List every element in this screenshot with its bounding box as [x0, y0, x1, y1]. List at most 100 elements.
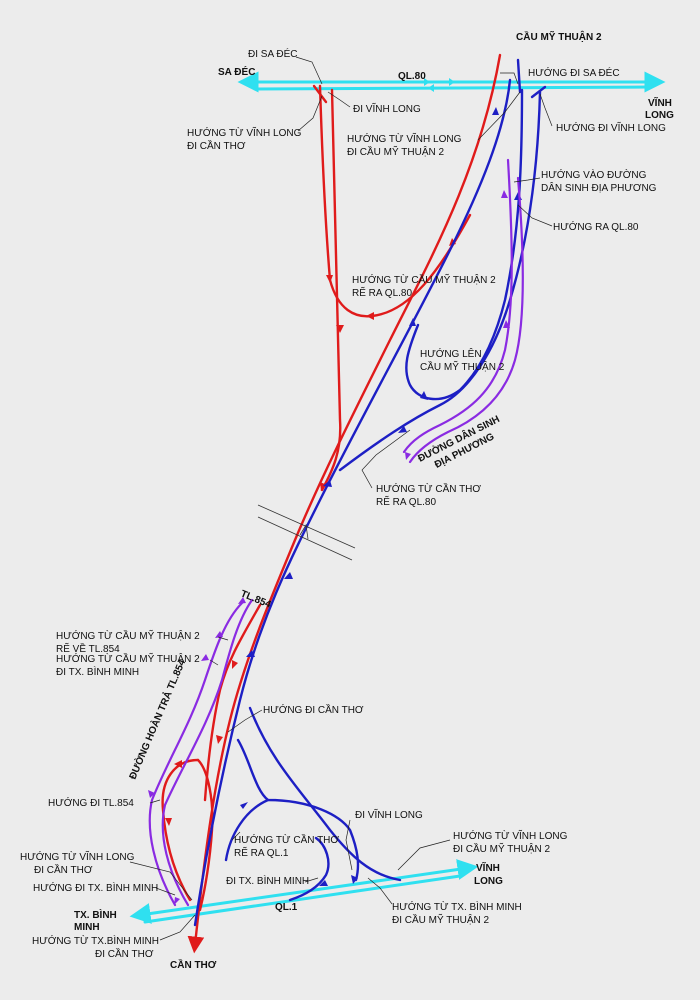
arrow-mark [449, 78, 455, 86]
label-di-sa-dec: ĐI SA ĐÉC [248, 47, 297, 60]
arrow-mark [405, 452, 411, 460]
arrow-mark [336, 325, 344, 333]
arrow-mark [232, 660, 238, 669]
arrow-mark [246, 650, 255, 657]
leader [477, 91, 521, 141]
leader [227, 709, 263, 733]
label-huong-tu-bm-di-ct-1: HƯỚNG TỪ TX.BÌNH MINH [32, 934, 159, 947]
blue-mainline [193, 78, 512, 927]
leader [209, 659, 219, 666]
red-routes [161, 53, 502, 954]
label-ql80: QL.80 [398, 71, 426, 82]
label-huong-len-cmt2-2: CẦU MỸ THUẬN 2 [420, 360, 505, 373]
arrow-mark [319, 880, 328, 886]
arrow-mark [284, 572, 293, 579]
arrow-mark [323, 480, 332, 487]
label-huong-ra-ql80: HƯỚNG RA QL.80 [553, 220, 639, 233]
arrow-mark [326, 275, 333, 283]
label-huong-tu-vl-di-ct-2: ĐI CẦN THƠ [187, 139, 246, 152]
label-vinh-long-top-1: VĨNH [648, 96, 672, 109]
label-huong-len-cmt2-1: HƯỚNG LÊN [420, 347, 482, 360]
red-left-loop [161, 758, 200, 902]
label-huong-tu-vl-di-ct-1: HƯỚNG TỪ VĨNH LONG [187, 126, 302, 139]
label-huong-di-can-tho: HƯỚNG ĐI CẦN THƠ [263, 703, 364, 716]
label-can-tho: CẦN THƠ [170, 958, 217, 971]
arrow-mark [238, 597, 246, 604]
purple-tl854-inner [148, 601, 244, 907]
blue-routes [193, 58, 547, 927]
leader [517, 204, 553, 227]
arrow-mark [424, 78, 430, 86]
arrow-mark [492, 107, 499, 115]
arrow-mark [174, 760, 182, 768]
leader [295, 56, 323, 85]
leader [500, 72, 519, 85]
arrow-mark [165, 818, 172, 826]
leader [397, 839, 451, 871]
leader [304, 877, 319, 883]
leader [345, 819, 353, 871]
label-huong-di-tx-bm-left: HƯỚNG ĐI TX. BÌNH MINH [33, 881, 158, 894]
label-vinh-long-bot-1: VĨNH [476, 861, 500, 874]
leader [367, 877, 393, 905]
label-huong-vao-dsdp-1: HƯỚNG VÀO ĐƯỜNG [541, 168, 647, 181]
label-huong-tu-vl-cmt2-bot-2: ĐI CẦU MỸ THUẬN 2 [453, 842, 550, 855]
label-di-vinh-long-top: ĐI VĨNH LONG [353, 102, 421, 115]
leader [129, 861, 193, 901]
label-huong-tu-ct-re-ql80-2: RẼ RA QL.80 [376, 495, 436, 508]
arrow-mark [174, 897, 180, 905]
blue-ramp-top-branch [530, 85, 547, 99]
label-ql1: QL.1 [275, 902, 298, 913]
leader-lines [129, 56, 553, 941]
label-huong-vao-dsdp-2: DÂN SINH ĐỊA PHƯƠNG [541, 181, 657, 194]
red-ramp-junction [312, 84, 328, 104]
red-tl854-branch [203, 603, 262, 802]
label-huong-tu-bm-di-cmt2-2: ĐI CẦU MỸ THUẬN 2 [392, 913, 489, 926]
label-huong-tu-ct-re-ql1-2: RẼ RA QL.1 [234, 846, 289, 859]
label-vinh-long-bot-2: LONG [474, 876, 503, 887]
label-huong-di-sa-dec: HƯỚNG ĐI SA ĐÉC [528, 66, 620, 79]
arrow-mark [420, 391, 428, 400]
label-huong-tu-vl-di-ct-bot-1: HƯỚNG TỪ VĨNH LONG [20, 850, 135, 863]
blue-ramp-from-ct [338, 90, 542, 472]
break-zigzag [299, 523, 309, 540]
red-ramp-ql80-loop [318, 84, 472, 318]
label-huong-tu-vl-cmt2-bot-1: HƯỚNG TỪ VĨNH LONG [453, 829, 568, 842]
blue-loop-bottom-right [236, 738, 360, 882]
label-tx-binh-minh-1: TX. BÌNH [74, 908, 117, 921]
arrow-mark [201, 654, 209, 661]
label-di-tx-bm: ĐI TX. BÌNH MINH [226, 874, 309, 887]
label-huong-di-vinh-long: HƯỚNG ĐI VĨNH LONG [556, 121, 666, 134]
arrow-mark [398, 426, 407, 433]
leader [155, 887, 176, 896]
break-line [257, 516, 353, 561]
blue-ramp-to-vl [248, 706, 402, 882]
label-huong-tu-vl-di-ct-bot-2: ĐI CẦN THƠ [34, 863, 93, 876]
arrow-mark [409, 318, 416, 326]
label-huong-tu-vl-cmt2-top-2: ĐI CẦU MỸ THUẬN 2 [347, 145, 444, 158]
label-huong-di-tl854: HƯỚNG ĐI TL.854 [48, 796, 134, 809]
leader [159, 914, 196, 941]
blue-ramp-to-bm [288, 836, 330, 902]
purple-routes [148, 158, 524, 907]
label-tx-binh-minh-2: MINH [74, 922, 100, 933]
leader [217, 636, 229, 641]
arrow-mark [148, 790, 155, 798]
leader [327, 91, 351, 108]
label-huong-tu-bm-di-ct-2: ĐI CẦN THƠ [95, 947, 154, 960]
label-cau-my-thuan-2: CẦU MỸ THUẬN 2 [516, 30, 602, 43]
ql1-line-upper [129, 859, 479, 924]
purple-tl854-outer [161, 598, 254, 907]
purple-frontage-inner [402, 158, 513, 454]
label-huong-tu-cmt2-re-ql80-2: RẼ RA QL.80 [352, 286, 412, 299]
road-ql80 [237, 71, 666, 93]
arrow-mark [501, 190, 508, 198]
arrow-mark [428, 84, 434, 92]
label-huong-tu-cmt2-re-ql80-1: HƯỚNG TỪ CẦU MỸ THUẬN 2 [352, 273, 496, 286]
red-ramp-to-mainline [320, 88, 342, 492]
blue-loop-bottom-left [224, 798, 270, 862]
leader [297, 95, 323, 132]
label-huong-tu-cmt2-re-tl854-1: HƯỚNG TỪ CẦU MỸ THUẬN 2 [56, 629, 200, 642]
